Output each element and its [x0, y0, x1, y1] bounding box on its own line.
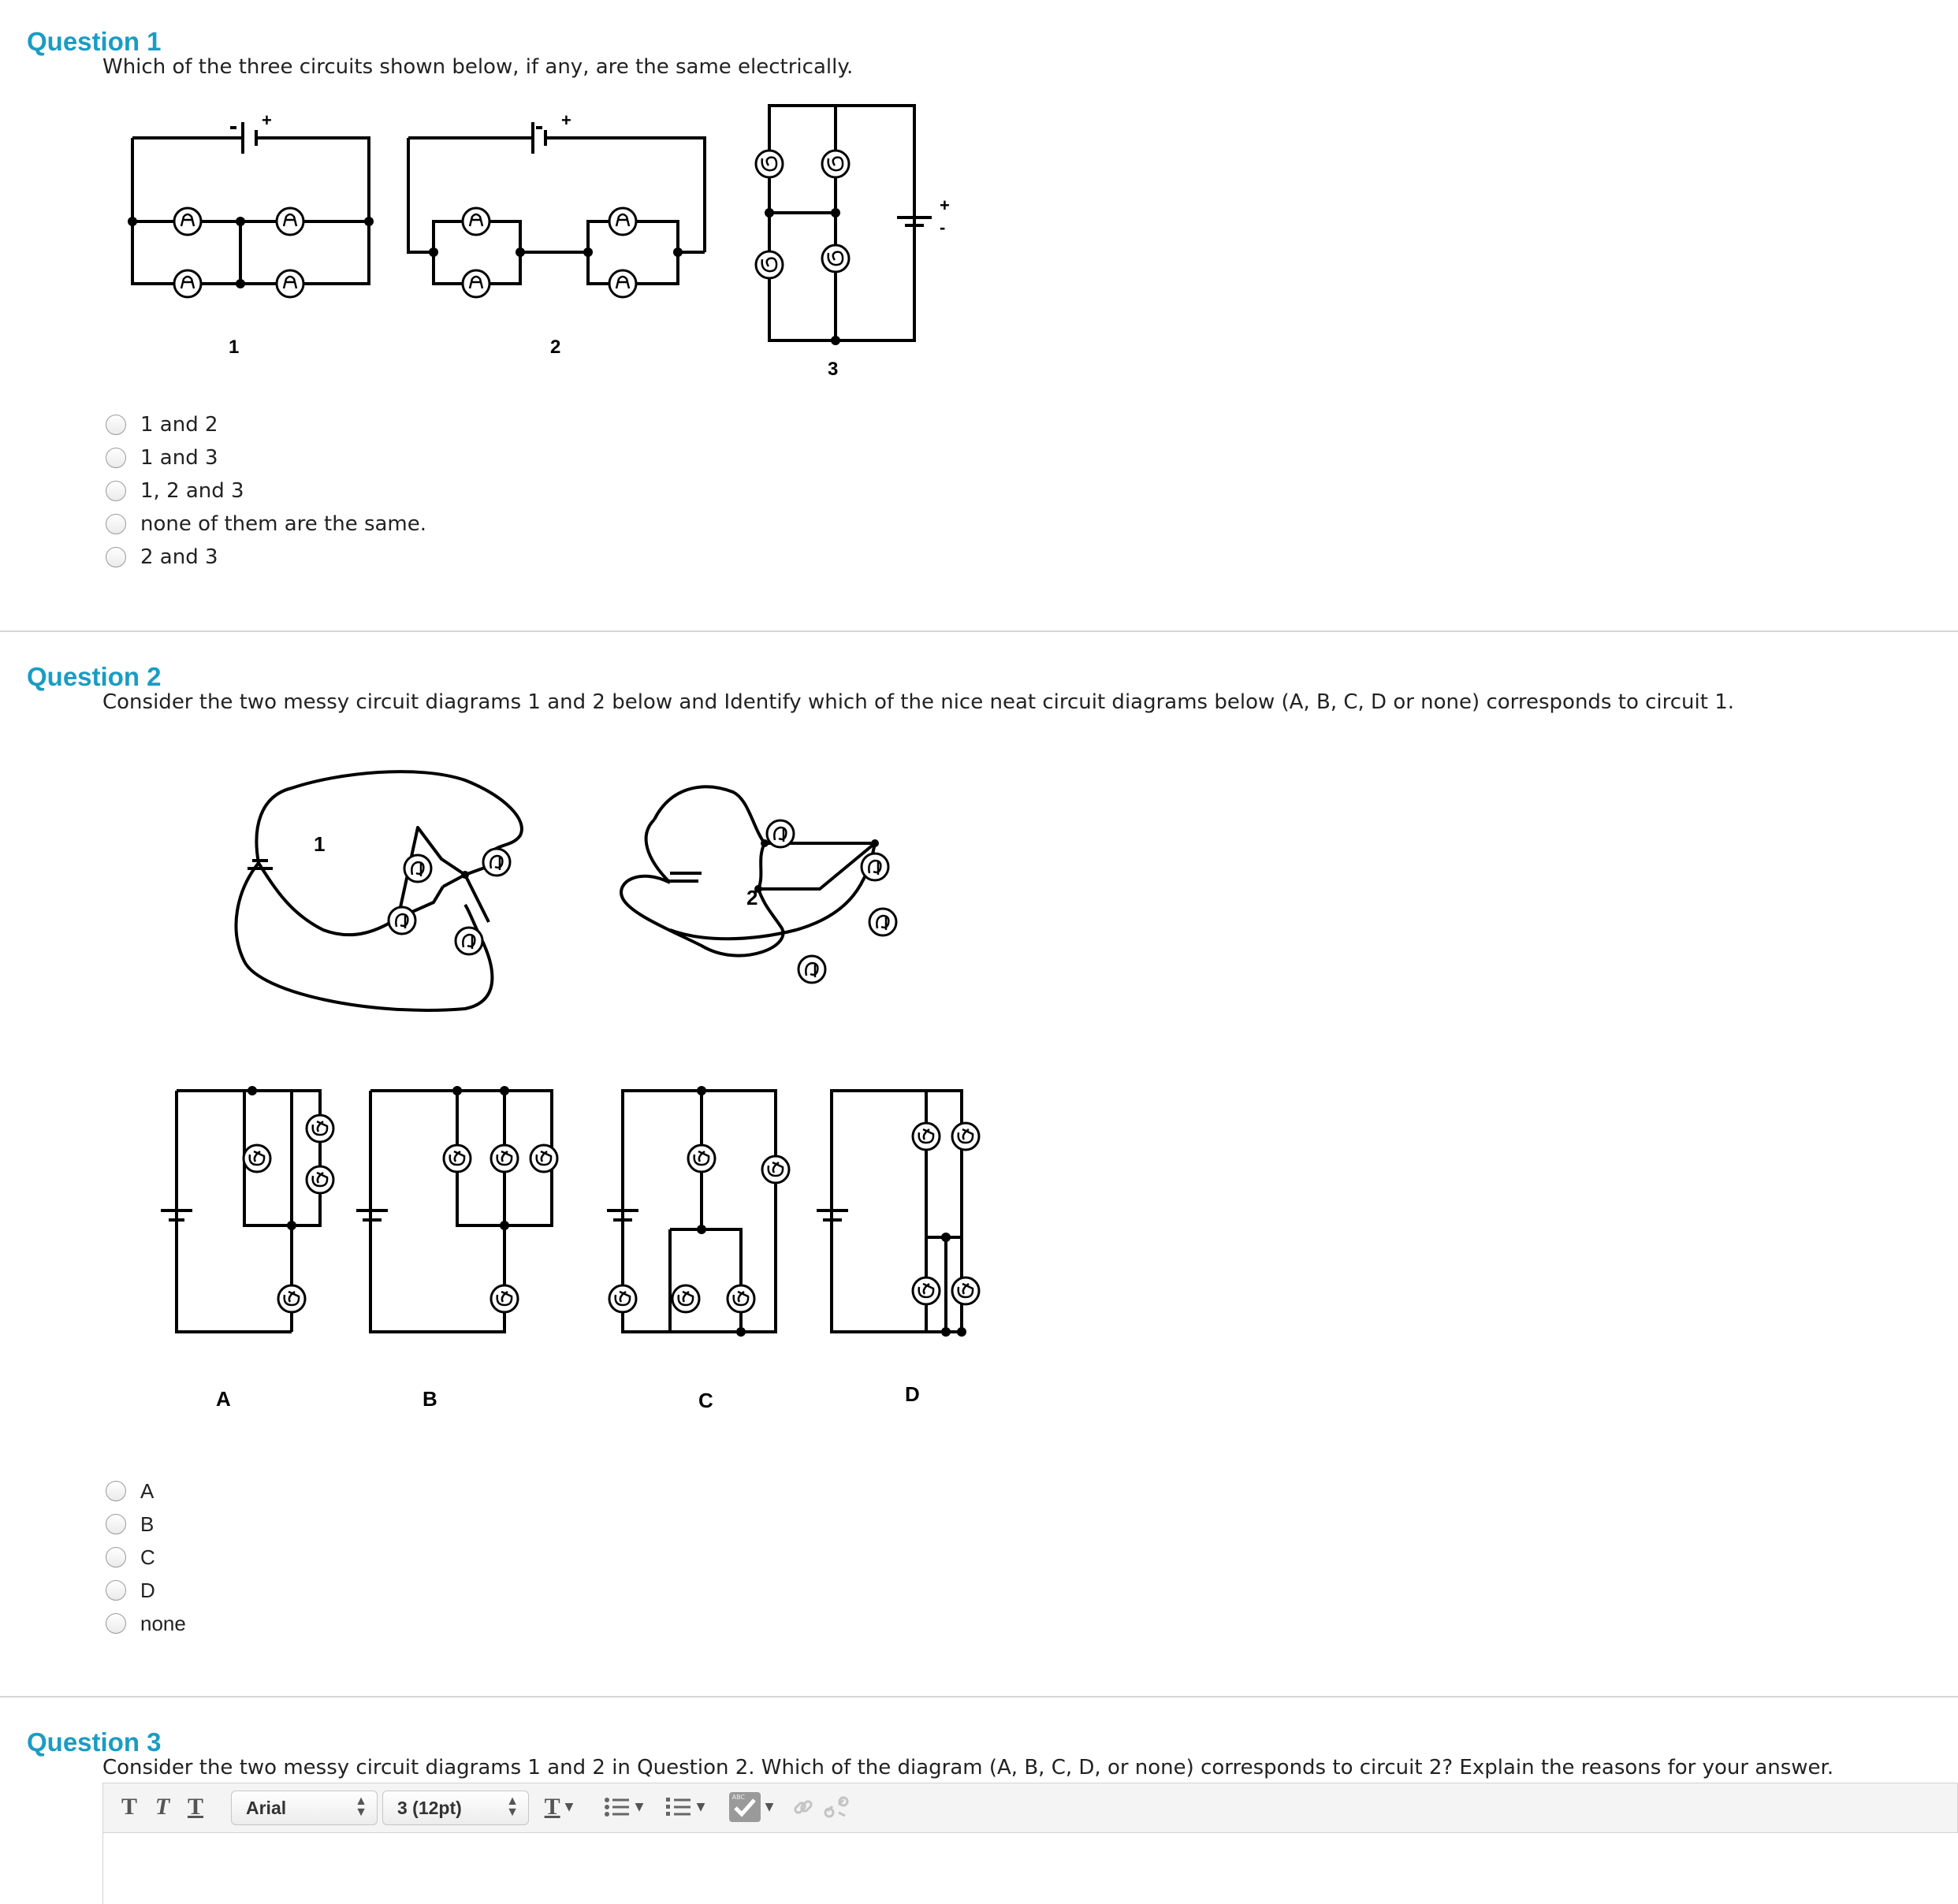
question-1-text: Which of the three circuits shown below,… — [102, 55, 854, 79]
svg-text:+: + — [262, 110, 272, 130]
chevron-down-icon: ▼ — [564, 1801, 574, 1813]
italic-button[interactable]: T — [154, 1794, 170, 1820]
rich-text-toolbar: T T T Arial ▲▼ 3 (12pt) ▲▼ T ▼ ▼ ▼ ABC ▼ — [102, 1783, 1958, 1833]
radio-button[interactable] — [106, 448, 126, 468]
font-size-select[interactable]: 3 (12pt) ▲▼ — [382, 1791, 529, 1825]
q1-fig-label-1: 1 — [229, 337, 239, 358]
q1-option-5[interactable]: 2 and 3 — [106, 541, 218, 573]
insert-link-button[interactable] — [789, 1791, 817, 1823]
q1-option-2[interactable]: 1 and 3 — [106, 442, 218, 474]
q2-option-b[interactable]: B — [106, 1508, 154, 1540]
radio-button[interactable] — [106, 514, 126, 534]
q2-neat-label-d: D — [905, 1382, 920, 1406]
q1-option-4[interactable]: none of them are the same. — [106, 508, 426, 540]
q2-option-d[interactable]: D — [106, 1575, 155, 1606]
question-3-title: Question 3 — [27, 1727, 162, 1757]
answer-text-editor[interactable] — [102, 1833, 1958, 1904]
option-label: B — [140, 1512, 154, 1536]
q2-neat-label-a: A — [216, 1387, 231, 1411]
remove-link-button[interactable] — [821, 1791, 852, 1823]
option-label: D — [140, 1578, 155, 1602]
text-color-icon: T — [544, 1794, 560, 1820]
numbered-list-button[interactable]: ▼ — [660, 1791, 710, 1823]
svg-text:+: + — [940, 195, 950, 215]
option-label: none — [140, 1611, 186, 1635]
q1-circuit-figure: + + + - 1 2 3 — [128, 104, 950, 380]
question-1-title: Question 1 — [27, 27, 162, 56]
chevron-down-icon: ▼ — [765, 1801, 774, 1813]
unlink-icon — [824, 1796, 849, 1818]
q2-messy-circuits-figure: 1 2 — [234, 770, 898, 1012]
radio-button[interactable] — [106, 481, 126, 501]
q2-messy-label-2: 2 — [746, 886, 758, 909]
option-label: none of them are the same. — [140, 512, 427, 536]
q2-neat-circuits-figure: A B C D — [161, 1086, 981, 1412]
radio-button[interactable] — [106, 1481, 126, 1501]
chevron-down-icon: ▼ — [696, 1801, 705, 1813]
radio-button[interactable] — [106, 1514, 126, 1534]
option-label: C — [140, 1545, 155, 1569]
select-arrows-icon: ▲▼ — [506, 1794, 519, 1819]
bullet-list-button[interactable]: ▼ — [598, 1791, 649, 1823]
radio-button[interactable] — [106, 1547, 126, 1567]
font-size-value: 3 (12pt) — [397, 1797, 462, 1818]
question-3-text: Consider the two messy circuit diagrams … — [102, 1756, 1834, 1779]
q1-fig-label-3: 3 — [828, 359, 838, 380]
option-label: 1 and 3 — [140, 446, 218, 470]
q1-option-3[interactable]: 1, 2 and 3 — [106, 475, 244, 507]
q2-messy-label-1: 1 — [314, 832, 325, 856]
q2-option-a[interactable]: A — [106, 1475, 154, 1507]
option-label: 1, 2 and 3 — [140, 479, 244, 503]
svg-text:-: - — [940, 218, 945, 237]
chevron-down-icon: ▼ — [635, 1801, 644, 1813]
radio-button[interactable] — [106, 547, 126, 567]
question-divider — [0, 1696, 1958, 1698]
q2-neat-label-c: C — [698, 1389, 713, 1412]
text-color-button[interactable]: T ▼ — [535, 1791, 583, 1823]
bullet-list-icon — [604, 1798, 629, 1817]
question-divider — [0, 630, 1958, 632]
option-label: 1 and 2 — [140, 413, 218, 437]
spellcheck-badge: ABC — [731, 1794, 746, 1801]
q2-option-c[interactable]: C — [106, 1541, 155, 1573]
font-family-value: Arial — [246, 1797, 287, 1818]
underline-button[interactable]: T — [187, 1794, 203, 1820]
link-icon — [794, 1800, 813, 1814]
numbered-list-icon — [665, 1798, 691, 1816]
spellcheck-button[interactable]: ABC ▼ — [723, 1791, 780, 1823]
question-2-text: Consider the two messy circuit diagrams … — [102, 690, 1735, 714]
q1-fig-label-2: 2 — [550, 337, 560, 358]
option-label: 2 and 3 — [140, 545, 218, 569]
q1-option-1[interactable]: 1 and 2 — [106, 409, 218, 441]
svg-text:+: + — [561, 110, 571, 130]
q2-neat-label-b: B — [422, 1387, 437, 1411]
checkmark-icon — [733, 1798, 756, 1817]
radio-button[interactable] — [106, 1580, 126, 1601]
bold-button[interactable]: T — [121, 1794, 137, 1820]
spellcheck-icon: ABC — [728, 1792, 761, 1822]
radio-button[interactable] — [106, 415, 126, 435]
question-2-title: Question 2 — [27, 662, 162, 691]
font-family-select[interactable]: Arial ▲▼ — [231, 1791, 378, 1825]
radio-button[interactable] — [106, 1613, 126, 1634]
q2-option-none[interactable]: none — [106, 1608, 186, 1639]
select-arrows-icon: ▲▼ — [355, 1794, 367, 1819]
option-label: A — [140, 1478, 154, 1503]
